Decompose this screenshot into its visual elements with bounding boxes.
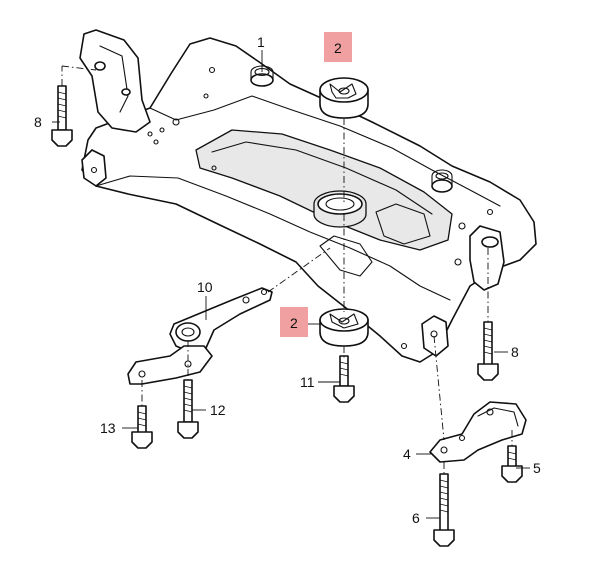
highlight-box-2-upper	[324, 32, 352, 62]
leader-lines	[52, 50, 530, 519]
callout-12: 12	[210, 402, 226, 418]
callout-10: 10	[197, 279, 213, 295]
torque-rod-bracket[interactable]	[127, 345, 213, 385]
bolt-8-left[interactable]	[51, 85, 73, 147]
callout-8-left: 8	[34, 114, 42, 130]
callout-1: 1	[257, 34, 265, 50]
assembly-axes	[61, 65, 513, 474]
bushing-upper[interactable]	[319, 77, 369, 119]
bolt-8-right[interactable]	[477, 321, 499, 381]
callout-8-right: 8	[511, 344, 519, 360]
callout-4: 4	[403, 446, 411, 462]
bolt-11[interactable]	[333, 355, 355, 403]
bolt-13[interactable]	[131, 405, 153, 449]
callout-11: 11	[300, 374, 315, 390]
bolt-5[interactable]	[501, 445, 523, 483]
callout-13: 13	[100, 420, 116, 436]
callout-2-lower: 2	[290, 315, 298, 331]
bushing-lower[interactable]	[319, 308, 369, 347]
callout-6: 6	[412, 510, 420, 526]
subframe[interactable]	[79, 29, 537, 363]
highlight-box-2-lower	[280, 307, 308, 337]
callout-2-upper: 2	[334, 40, 342, 56]
callout-5: 5	[533, 460, 541, 476]
bolt-6[interactable]	[433, 473, 455, 547]
torque-rod[interactable]	[169, 287, 273, 353]
bolt-12[interactable]	[177, 379, 199, 439]
rear-mount-bracket[interactable]	[429, 401, 527, 463]
